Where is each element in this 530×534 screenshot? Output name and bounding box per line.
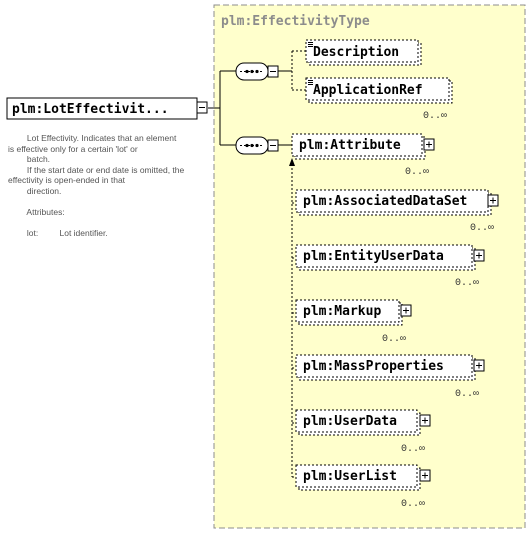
annotation-line: effectivity is open-ended in that [8, 175, 126, 185]
cardinality-label: 0..∞ [470, 223, 494, 234]
connectors [208, 70, 292, 146]
expand-icon[interactable] [419, 414, 431, 427]
element-plm-markup[interactable]: plm:Markup 0..∞ [295, 299, 412, 345]
annotation-line: is effective only for a certain 'lot' or [8, 143, 138, 154]
cardinality-label: 0..∞ [423, 111, 447, 122]
element-label: Description [313, 45, 399, 60]
annotation-line: direction. [8, 185, 62, 196]
choice-arrow-icon [289, 158, 295, 166]
sequence1-branches [291, 50, 306, 91]
element-plm-userdata[interactable]: plm:UserData 0..∞ [295, 409, 431, 455]
element-plm-userlist[interactable]: plm:UserList 0..∞ [295, 464, 431, 510]
annotation-line [8, 217, 208, 228]
annotation-line: batch. [8, 154, 51, 164]
element-label: plm:Attribute [299, 138, 401, 153]
element-plm-massproperties[interactable]: plm:MassProperties 0..∞ [295, 354, 485, 400]
element-applicationref[interactable]: ApplicationRef 0..∞ [305, 77, 453, 122]
cardinality-label: 0..∞ [455, 389, 479, 400]
annotation: Lot Effectivity. Indicates that an eleme… [8, 133, 208, 238]
element-plm-attribute[interactable]: plm:Attribute 0..∞ [291, 133, 435, 178]
element-label: plm:UserData [303, 414, 397, 429]
annotation-line [8, 196, 208, 207]
cardinality-label: 0..∞ [382, 334, 406, 345]
annotation-line: Lot Effectivity. Indicates that an eleme… [8, 133, 177, 143]
sequence-compositor-2[interactable] [235, 136, 279, 155]
expand-icon[interactable] [473, 359, 485, 372]
expand-icon[interactable] [473, 249, 485, 262]
expand-icon[interactable] [419, 469, 431, 482]
element-description[interactable]: Description [305, 39, 422, 66]
element-label: plm:Markup [303, 304, 381, 319]
root-element[interactable]: plm:LotEffectivit... [6, 97, 208, 120]
cardinality-label: 0..∞ [401, 499, 425, 510]
cardinality-label: 0..∞ [401, 444, 425, 455]
collapse-icon[interactable] [267, 139, 279, 152]
element-label: plm:UserList [303, 469, 397, 484]
root-element-label: plm:LotEffectivit... [12, 102, 169, 117]
cardinality-label: 0..∞ [405, 167, 429, 178]
expand-icon[interactable] [423, 138, 435, 151]
documentation-icon [308, 80, 313, 85]
element-plm-associateddataset[interactable]: plm:AssociatedDataSet 0..∞ [295, 189, 499, 234]
collapse-icon[interactable] [267, 65, 279, 78]
element-label: plm:EntityUserData [303, 249, 444, 264]
collapse-icon[interactable] [196, 101, 208, 114]
annotation-line: lot: Lot identifier. [8, 227, 108, 238]
element-label: plm:MassProperties [303, 359, 444, 374]
expand-icon[interactable] [400, 304, 412, 317]
element-label: ApplicationRef [313, 83, 423, 98]
annotation-line: Attributes: [8, 206, 65, 217]
sequence-compositor-1[interactable] [235, 62, 279, 81]
expand-icon[interactable] [487, 194, 499, 207]
cardinality-label: 0..∞ [455, 278, 479, 289]
element-label: plm:AssociatedDataSet [303, 194, 467, 209]
documentation-icon [308, 42, 313, 47]
type-title: plm:EffectivityType [221, 14, 370, 29]
annotation-line: If the start date or end date is omitted… [8, 164, 185, 175]
element-plm-entityuserdata[interactable]: plm:EntityUserData 0..∞ [295, 244, 485, 289]
